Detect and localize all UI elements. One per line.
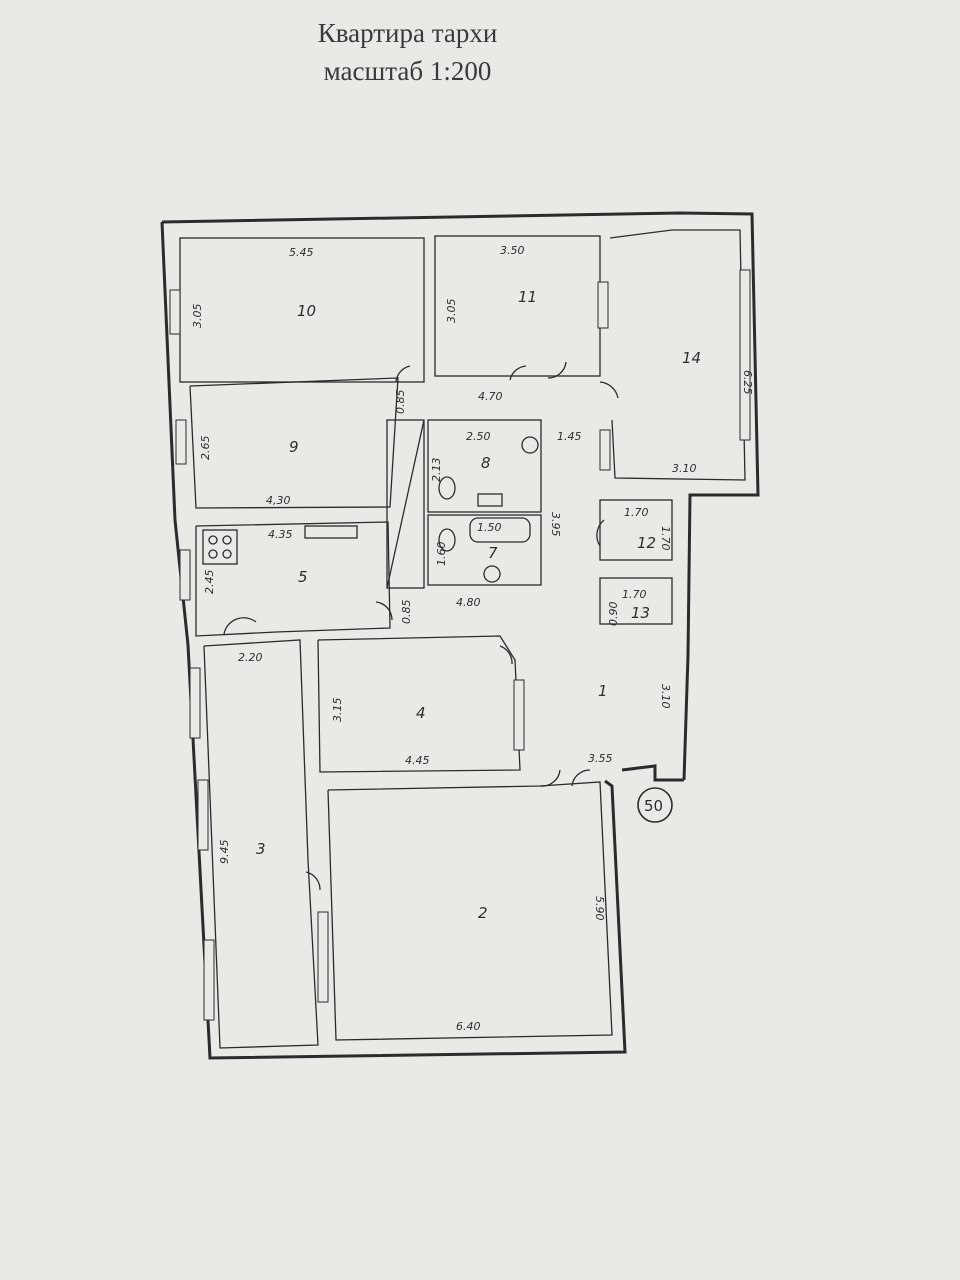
stove-icon [202, 529, 238, 565]
room-label-11: 11 [518, 288, 537, 306]
dim-label: 1.45 [557, 430, 582, 443]
dim-label: 6.25 [741, 370, 754, 395]
dim-label: 9.45 [218, 840, 231, 865]
dim-label: 2.50 [466, 430, 491, 443]
dim-label: 0.85 [394, 390, 407, 415]
dim-label: 1.70 [624, 506, 649, 519]
dim-label: 0.90 [607, 602, 620, 627]
toilet-icon [438, 528, 456, 552]
dim-label: 5.45 [289, 246, 314, 259]
dim-label: 3.10 [659, 684, 672, 709]
dim-label: 3.95 [549, 512, 562, 537]
plan-scale: масштаб 1:200 [323, 56, 492, 86]
room-label-8: 8 [481, 454, 491, 472]
room-label-2: 2 [478, 904, 488, 922]
walls [160, 211, 760, 1060]
plan-title: Квартира тархи [317, 18, 498, 48]
room-label-12: 12 [637, 534, 656, 552]
dim-label: 3.15 [331, 698, 344, 723]
room-label-1: 1 [598, 682, 608, 700]
room-label-4: 4 [416, 704, 426, 722]
dim-label: 3.50 [500, 244, 525, 257]
dim-label: 4.70 [478, 390, 503, 403]
dim-label: 4.80 [456, 596, 481, 609]
room-label-10: 10 [297, 302, 316, 320]
room-label-3: 3 [256, 840, 266, 858]
bathtub-icon [469, 517, 531, 543]
toilet-icon [438, 476, 456, 500]
dim-label: 2.13 [430, 458, 443, 483]
dim-label: 1.60 [435, 542, 448, 567]
dim-label: 3.10 [672, 462, 697, 475]
dim-label: 3.05 [445, 299, 458, 324]
dim-label: 4.45 [405, 754, 430, 767]
sink-icon [477, 493, 503, 507]
washbasin-icon [483, 565, 501, 583]
dim-label: 2.45 [203, 570, 216, 595]
dim-label: 3.05 [191, 304, 204, 329]
dim-label: 4,30 [266, 494, 291, 507]
apartment-number: 50 [644, 797, 663, 815]
dim-label: 6.40 [456, 1020, 481, 1033]
dim-label: 1.50 [477, 521, 502, 534]
windows [169, 269, 751, 1021]
dim-label: 1.70 [659, 526, 672, 551]
room-label-13: 13 [631, 604, 650, 622]
apartment-number-badge: 50 [637, 787, 673, 823]
room-label-14: 14 [682, 349, 701, 367]
dim-label: 4.35 [268, 528, 293, 541]
fixtures [202, 436, 539, 583]
dim-label: 1.70 [622, 588, 647, 601]
room-label-9: 9 [289, 438, 299, 456]
dim-label: 3.55 [588, 752, 613, 765]
room-label-5: 5 [298, 568, 308, 586]
doors [223, 361, 619, 891]
washbasin-icon [521, 436, 539, 454]
room-label-7: 7 [488, 544, 498, 562]
dim-label: 5.90 [593, 896, 606, 921]
dim-label: 2.65 [199, 436, 212, 461]
sink-icon [304, 525, 358, 539]
dim-label: 2.20 [238, 651, 263, 664]
dim-label: 0.85 [400, 600, 413, 625]
